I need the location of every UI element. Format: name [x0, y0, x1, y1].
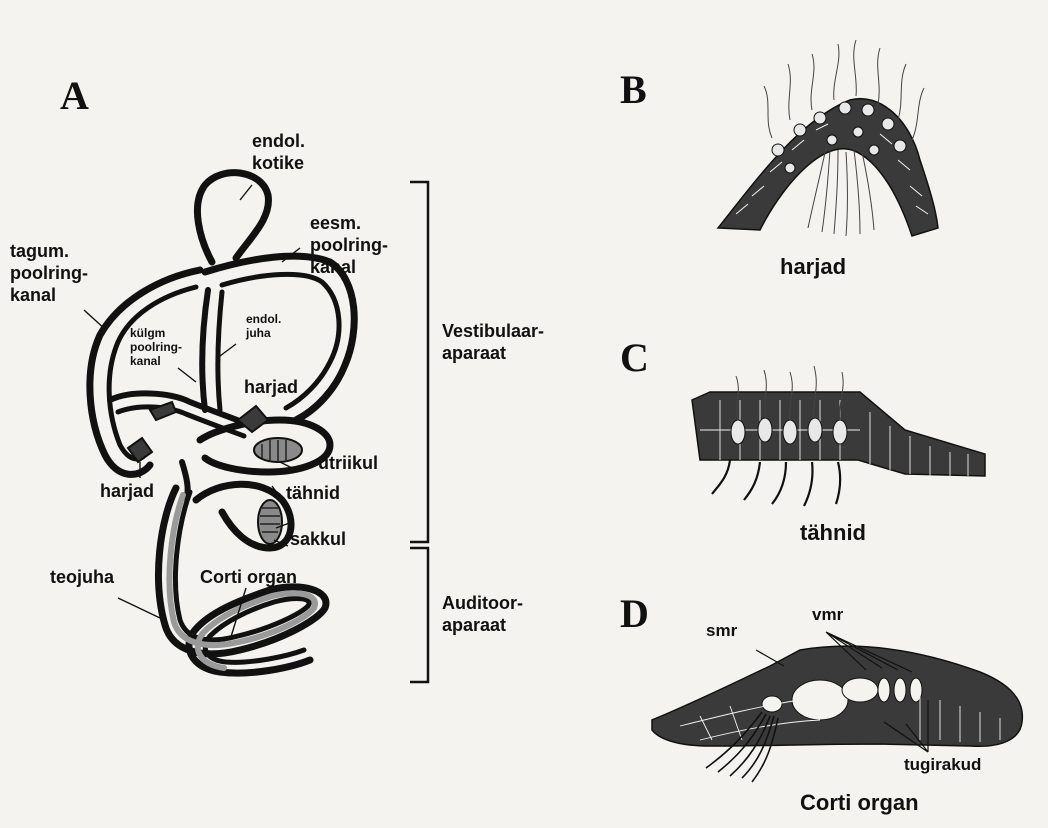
- crista-upper: [238, 406, 268, 432]
- label-endolymphatic-sac: endol. kotike: [252, 130, 305, 174]
- label-line: endol.: [252, 130, 305, 152]
- panel-letter-d: D: [620, 594, 649, 634]
- label-line: endol.: [246, 312, 281, 326]
- caption-cristae: harjad: [780, 254, 846, 280]
- label-corti-organ-a: Corti organ: [200, 566, 297, 588]
- label-cristae-lower: harjad: [100, 480, 154, 502]
- caption-corti-organ: Corti organ: [800, 790, 919, 816]
- label-line: kanal: [130, 354, 182, 368]
- label-utricle: utriikul: [318, 452, 378, 474]
- label-smr: smr: [706, 620, 737, 641]
- label-vestibular-apparatus: Vestibulaar- aparaat: [442, 320, 544, 364]
- label-line: Vestibulaar-: [442, 320, 544, 342]
- macula-saccule: [258, 500, 282, 544]
- label-endolymphatic-duct: endol. juha: [246, 312, 281, 340]
- label-posterior-canal: tagum. poolring- kanal: [10, 240, 88, 306]
- label-auditory-apparatus: Auditoor- aparaat: [442, 592, 523, 636]
- label-line: Auditoor-: [442, 592, 523, 614]
- panel-letter-b: B: [620, 70, 647, 110]
- label-saccule: sakkul: [290, 528, 346, 550]
- label-line: poolring-: [310, 234, 388, 256]
- label-lateral-canal: külgm poolring- kanal: [130, 326, 182, 368]
- label-line: eesm.: [310, 212, 388, 234]
- label-line: tagum.: [10, 240, 88, 262]
- label-line: poolring-: [130, 340, 182, 354]
- label-anterior-canal: eesm. poolring- kanal: [310, 212, 388, 278]
- label-line: poolring-: [10, 262, 88, 284]
- common-crus: [202, 290, 208, 410]
- caption-maculae: tähnid: [800, 520, 866, 546]
- label-supporting-cells: tugirakud: [904, 754, 981, 775]
- endolymphatic-sac-shape: [197, 173, 268, 262]
- label-vmr: vmr: [812, 604, 843, 625]
- label-line: aparaat: [442, 614, 523, 636]
- label-line: kanal: [10, 284, 88, 306]
- macula-drawing: [692, 366, 985, 506]
- label-line: aparaat: [442, 342, 544, 364]
- label-cochlear-duct: teojuha: [50, 566, 114, 588]
- label-line: kanal: [310, 256, 388, 278]
- label-line: külgm: [130, 326, 182, 340]
- label-line: juha: [246, 326, 281, 340]
- crista-drawing: [718, 40, 938, 236]
- label-maculae: tähnid: [286, 482, 340, 504]
- panel-letter-a: A: [60, 76, 89, 116]
- vestibular-bracket: [410, 182, 428, 542]
- label-line: kotike: [252, 152, 305, 174]
- panel-letter-c: C: [620, 338, 649, 378]
- auditory-bracket: [410, 548, 428, 682]
- posterior-canal-inner: [109, 287, 196, 459]
- common-crus-2: [218, 292, 222, 410]
- label-cristae-upper: harjad: [244, 376, 298, 398]
